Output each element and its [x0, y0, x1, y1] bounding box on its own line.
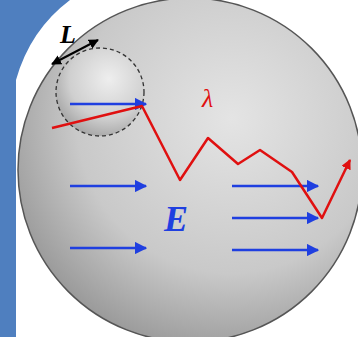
wavelength-label: λ — [202, 86, 213, 112]
side-band — [0, 0, 16, 337]
large-sphere — [18, 0, 358, 337]
length-label: L — [60, 22, 76, 48]
field-label: E — [164, 201, 188, 237]
field-arrows — [70, 104, 318, 250]
random-walk — [52, 106, 350, 218]
